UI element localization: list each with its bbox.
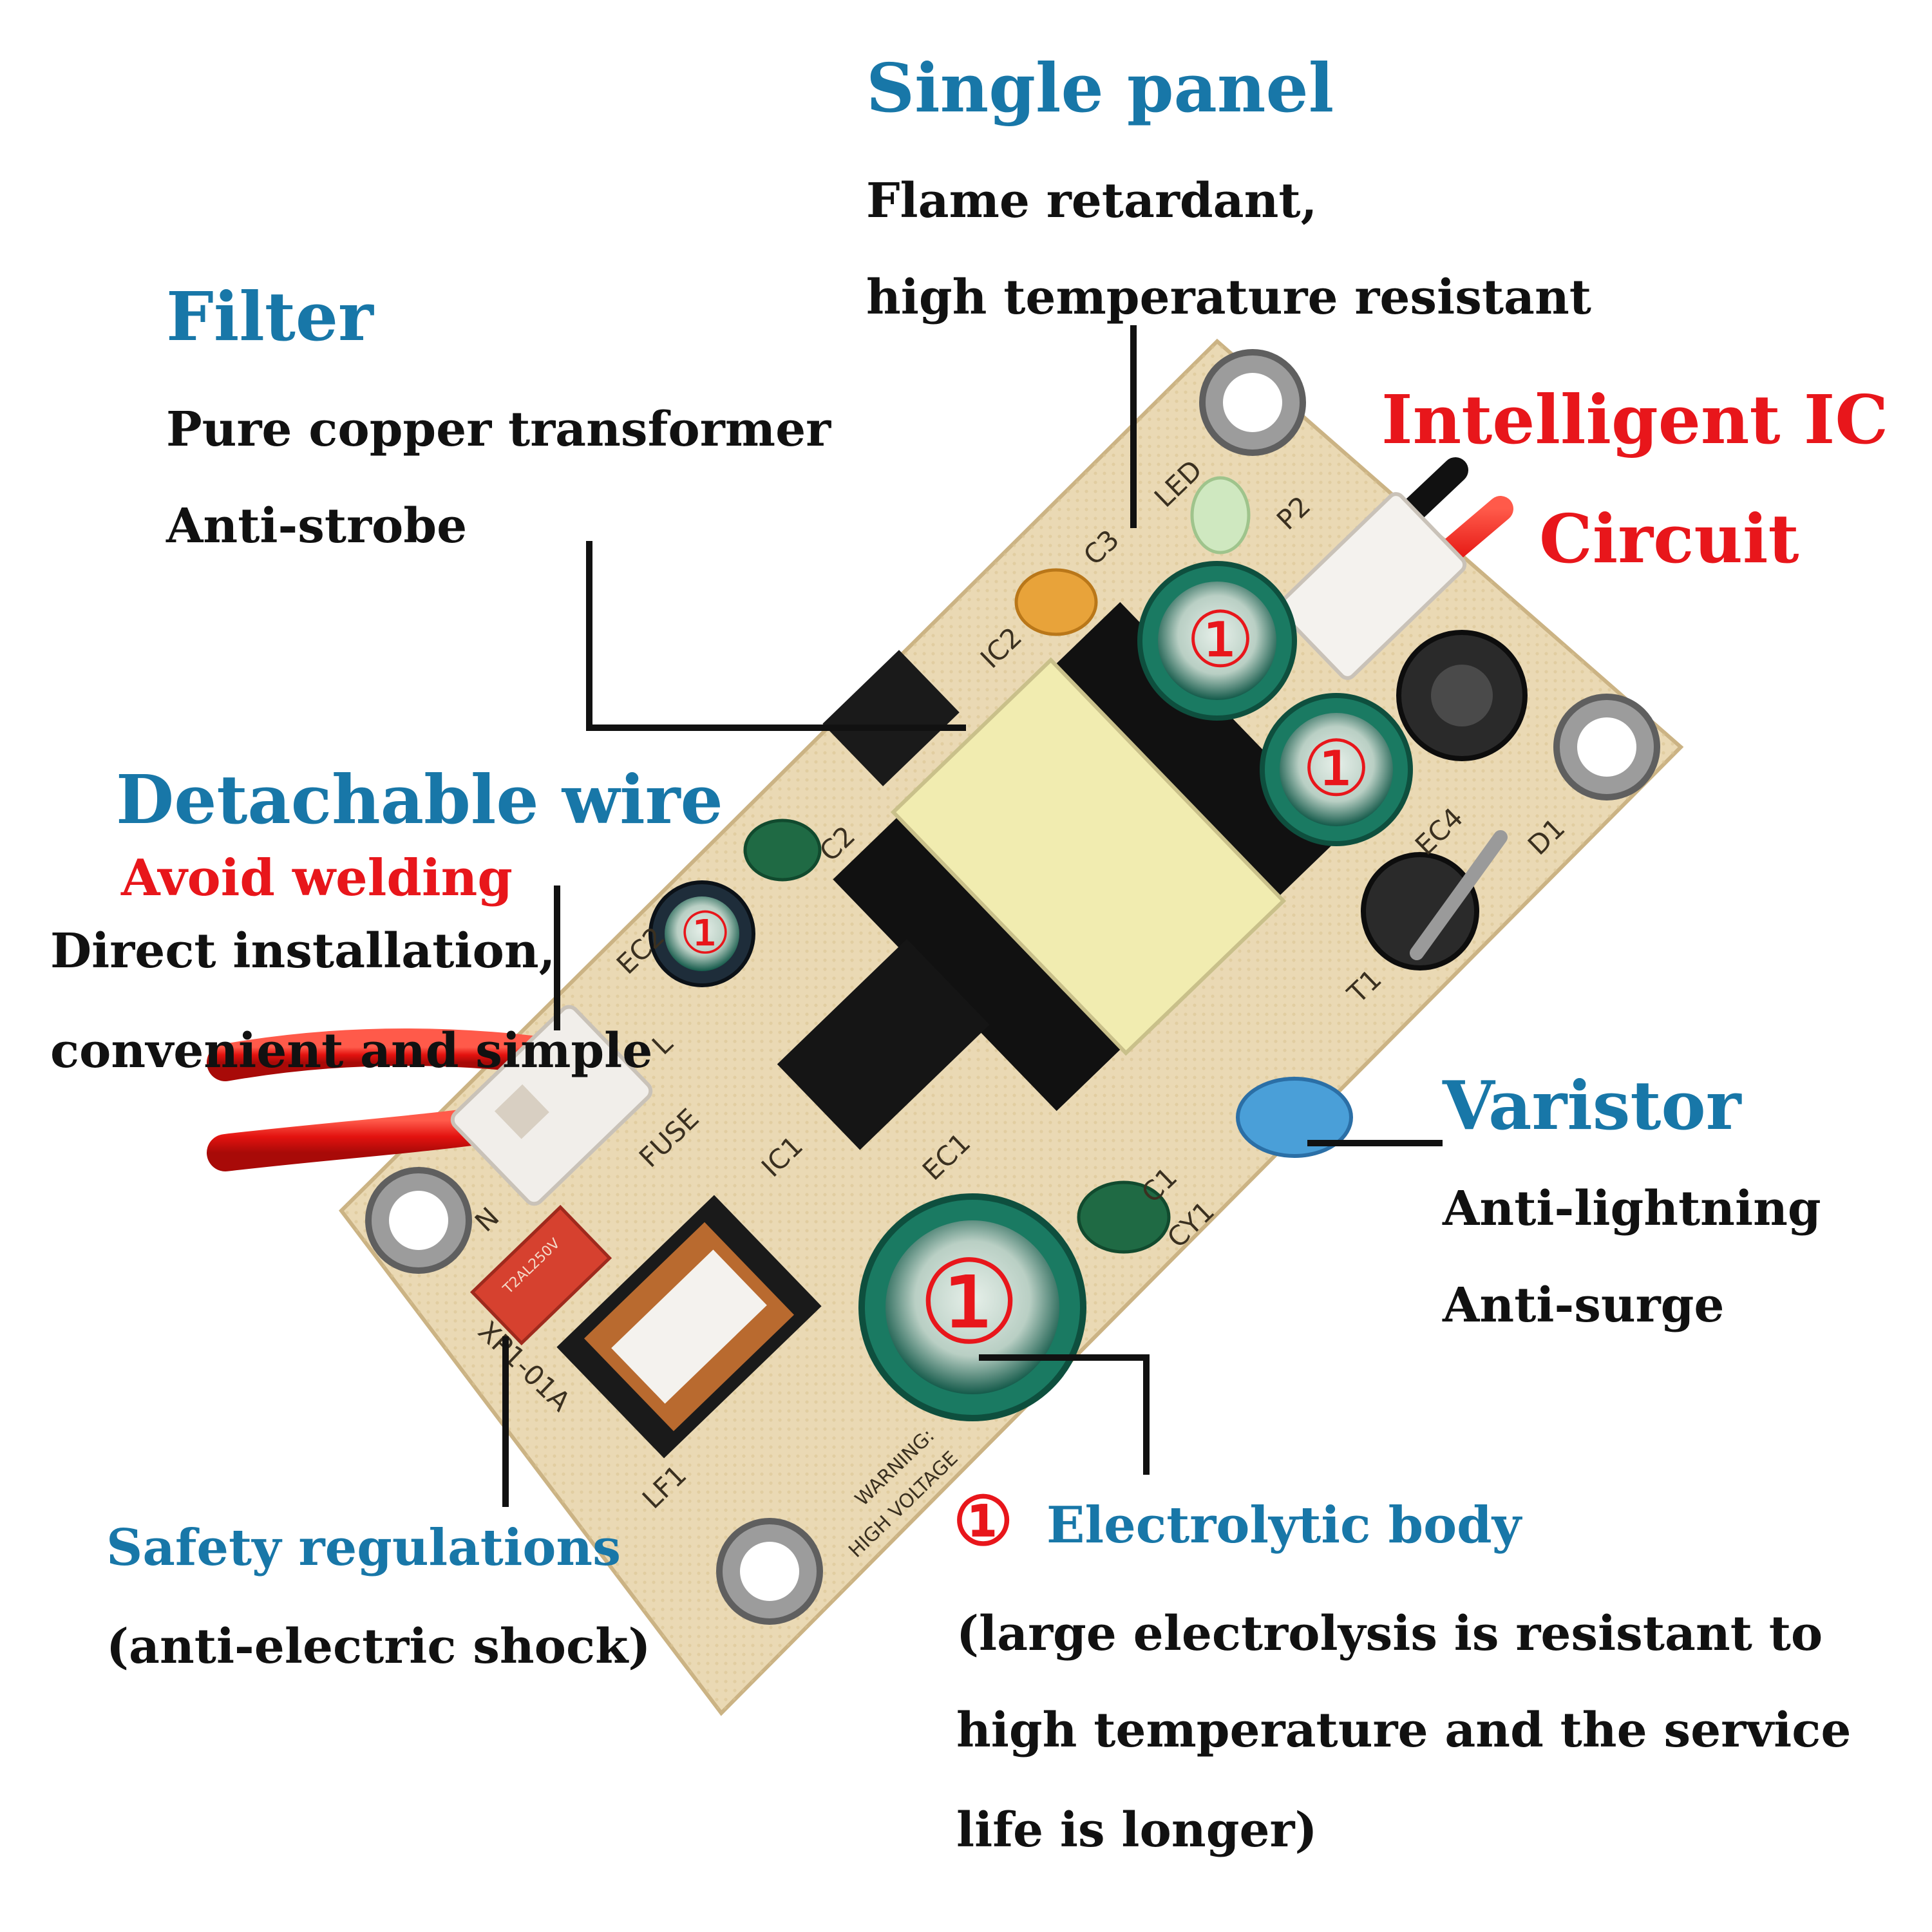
- input-connector: [450, 1005, 653, 1206]
- intelligent-ic-line2: Circuit: [1539, 499, 1799, 578]
- capacitor-marker: ①: [917, 1236, 1021, 1370]
- capacitor-marker: ①: [1302, 724, 1371, 814]
- filter-line2: Anti-strobe: [166, 498, 468, 554]
- filter-title: Filter: [166, 277, 374, 356]
- electrolytic-capacitor: [649, 880, 755, 987]
- diode: [1361, 830, 1508, 971]
- varistor-line1: Anti-lightning: [1443, 1181, 1821, 1236]
- led: [1190, 476, 1251, 554]
- ceramic-capacitor: [1077, 1180, 1171, 1254]
- transformer: [833, 601, 1344, 1112]
- intelligent-ic-line1: Intelligent IC: [1381, 380, 1889, 459]
- detachable-wire-title: Detachable wire: [116, 760, 723, 839]
- single-panel-line2: high temperature resistant: [866, 270, 1591, 325]
- mounting-hole: [716, 1518, 823, 1625]
- single-panel-title: Single panel: [866, 48, 1334, 128]
- electrolytic-line1: (large electrolysis is resistant to: [956, 1606, 1823, 1662]
- capacitor-marker: ①: [679, 900, 732, 967]
- electrolytic-capacitor: [858, 1193, 1086, 1421]
- electrolytic-line3: life is longer): [956, 1803, 1318, 1858]
- leader-line-filter: [586, 541, 966, 731]
- safety-line1: (anti-electric shock): [106, 1619, 651, 1674]
- detachable-wire-line2: convenient and simple: [50, 1023, 653, 1079]
- mounting-hole: [365, 1167, 472, 1274]
- single-panel-line1: Flame retardant,: [866, 173, 1318, 229]
- mounting-hole: [1199, 349, 1306, 456]
- leader-line-electrolytic: [979, 1354, 1150, 1475]
- output-connector: [1276, 492, 1467, 680]
- safety-title: Safety regulations: [106, 1519, 621, 1577]
- electrolytic-title: Electrolytic body: [1046, 1496, 1522, 1555]
- varistor: [1236, 1077, 1353, 1158]
- detachable-wire-subtitle: Avoid welding: [121, 849, 513, 907]
- ceramic-capacitor: [1014, 568, 1098, 636]
- electrolytic-marker: ①: [953, 1481, 1014, 1560]
- inductor: [1396, 630, 1528, 761]
- fuse: [469, 1204, 612, 1346]
- filter-choke: [556, 1195, 822, 1459]
- main-ic: [777, 939, 990, 1150]
- leader-lines: [502, 325, 1443, 1507]
- varistor-line2: Anti-surge: [1443, 1278, 1725, 1333]
- varistor-title: Varistor: [1443, 1066, 1741, 1145]
- ceramic-capacitor: [743, 819, 822, 882]
- electrolytic-line2: high temperature and the service: [956, 1703, 1852, 1758]
- filter-line1: Pure copper transformer: [166, 402, 831, 457]
- detachable-wire-line1: Direct installation,: [50, 923, 556, 979]
- capacitor-marker: ①: [1186, 596, 1255, 685]
- electrolytic-capacitor: [1260, 693, 1413, 846]
- optocoupler: [822, 650, 960, 786]
- electrolytic-capacitor: [1137, 561, 1297, 721]
- mounting-hole: [1553, 694, 1660, 800]
